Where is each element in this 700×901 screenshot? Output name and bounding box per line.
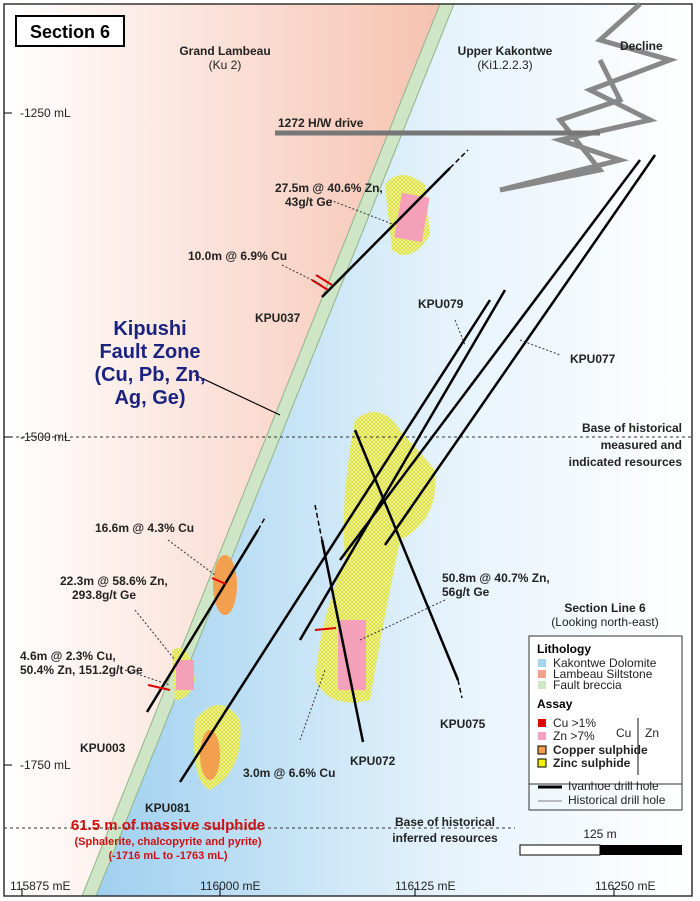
svg-text:50.4% Zn, 151.2g/t Ge: 50.4% Zn, 151.2g/t Ge <box>20 663 143 677</box>
hole-kpu081 <box>178 299 492 783</box>
scale-bar: 125 m <box>519 827 682 856</box>
elevation-label: -1750 mL <box>20 758 71 772</box>
svg-text:inferred resources: inferred resources <box>392 831 498 845</box>
easting-label: 115875 mE <box>10 879 71 893</box>
svg-text:Fault breccia: Fault breccia <box>553 678 622 692</box>
svg-text:measured and: measured and <box>601 438 682 452</box>
section-line-title: Section Line 6 <box>564 601 646 615</box>
upper-kakontwe-sub: (Ki1.2.2.3) <box>477 58 532 72</box>
svg-text:(-1716 mL to -1763 mL): (-1716 mL to -1763 mL) <box>108 850 227 862</box>
svg-text:50.8m @ 40.7% Zn,: 50.8m @ 40.7% Zn, <box>442 571 550 585</box>
hole-kpu075 <box>353 429 460 681</box>
svg-text:293.8g/t Ge: 293.8g/t Ge <box>72 588 136 602</box>
svg-text:Cu >1%: Cu >1% <box>553 716 596 730</box>
grand-lambeau-sub: (Ku 2) <box>209 58 242 72</box>
hole-label: KPU037 <box>255 311 301 325</box>
inferred-label: Base of historical inferred resources <box>392 815 498 845</box>
svg-text:Assay: Assay <box>537 697 573 711</box>
measured-indicated-label: Base of historical measured and indicated … <box>569 421 683 469</box>
svg-text:(Cu, Pb, Zn,: (Cu, Pb, Zn, <box>94 364 205 386</box>
svg-text:Ivanhoe drill hole: Ivanhoe drill hole <box>568 779 659 793</box>
svg-text:(Sphalerite, chalcopyrite and: (Sphalerite, chalcopyrite and pyrite) <box>74 836 261 848</box>
svg-text:Copper sulphide: Copper sulphide <box>553 743 648 757</box>
elevation-label: -1500 mL <box>20 430 71 444</box>
easting-label: 116250 mE <box>595 879 656 893</box>
hole-label: KPU003 <box>80 741 126 755</box>
svg-text:125 m: 125 m <box>583 827 616 841</box>
svg-text:4.6m @ 2.3% Cu,: 4.6m @ 2.3% Cu, <box>20 649 116 663</box>
svg-text:Historical drill hole: Historical drill hole <box>568 793 666 807</box>
legend: Lithology Kakontwe Dolomite Lambeau Silt… <box>528 635 683 807</box>
svg-text:Base of historical: Base of historical <box>395 815 495 829</box>
svg-text:Ag, Ge): Ag, Ge) <box>114 387 185 409</box>
grand-lambeau-label: Grand Lambeau <box>179 44 270 58</box>
svg-text:61.5 m of massive sulphide: 61.5 m of massive sulphide <box>71 817 265 834</box>
svg-text:Fault Zone: Fault Zone <box>99 341 200 363</box>
easting-label: 116125 mE <box>395 879 456 893</box>
hole-label: KPU072 <box>350 754 396 768</box>
hole-kpu003 <box>145 529 260 713</box>
svg-text:27.5m @ 40.6% Zn,: 27.5m @ 40.6% Zn, <box>275 181 383 195</box>
svg-text:Cu: Cu <box>616 726 631 740</box>
svg-text:Kakontwe Dolomite: Kakontwe Dolomite <box>553 656 657 670</box>
hole-kpu077 <box>383 154 657 546</box>
massive-sulphide-highlight: 61.5 m of massive sulphide (Sphalerite, … <box>71 817 265 862</box>
intercept-labels: 27.5m @ 40.6% Zn,43g/t Ge 10.0m @ 6.9% C… <box>20 181 550 780</box>
upper-kakontwe-label: Upper Kakontwe <box>458 44 553 58</box>
svg-text:43g/t Ge: 43g/t Ge <box>285 195 333 209</box>
hole-kpu072 <box>320 539 365 743</box>
svg-text:Lambeau Siltstone: Lambeau Siltstone <box>553 667 653 681</box>
svg-text:Kipushi: Kipushi <box>113 318 186 340</box>
svg-text:3.0m @ 6.6% Cu: 3.0m @ 6.6% Cu <box>243 766 335 780</box>
svg-text:indicated resources: indicated resources <box>569 455 683 469</box>
svg-text:Lithology: Lithology <box>537 642 591 656</box>
svg-text:16.6m @ 4.3% Cu: 16.6m @ 4.3% Cu <box>95 521 194 535</box>
drive-label: 1272 H/W drive <box>278 116 364 130</box>
hole-label: KPU081 <box>145 801 191 815</box>
hole-kpu037 <box>321 167 451 298</box>
svg-text:Zn: Zn <box>645 726 659 740</box>
svg-text:10.0m @ 6.9% Cu: 10.0m @ 6.9% Cu <box>188 249 287 263</box>
hole-label: KPU079 <box>418 297 464 311</box>
easting-label: 116000 mE <box>200 879 261 893</box>
svg-text:22.3m @ 58.6% Zn,: 22.3m @ 58.6% Zn, <box>60 574 168 588</box>
section-title: Section 6 <box>30 22 110 42</box>
svg-text:56g/t Ge: 56g/t Ge <box>442 585 490 599</box>
hole-kpu079 <box>298 289 507 641</box>
section-line-sub: (Looking north-east) <box>551 615 658 629</box>
drill-holes <box>145 149 657 783</box>
svg-text:Zn >7%: Zn >7% <box>553 729 595 743</box>
svg-text:Zinc sulphide: Zinc sulphide <box>553 756 631 770</box>
hole-label: KPU077 <box>570 352 616 366</box>
decline-workings <box>499 2 678 193</box>
decline-label: Decline <box>620 39 663 53</box>
elevation-label: -1250 mL <box>20 106 71 120</box>
svg-text:Base of historical: Base of historical <box>582 421 682 435</box>
hole-label: KPU075 <box>440 717 486 731</box>
lambeau-siltstone-zone <box>4 4 440 896</box>
